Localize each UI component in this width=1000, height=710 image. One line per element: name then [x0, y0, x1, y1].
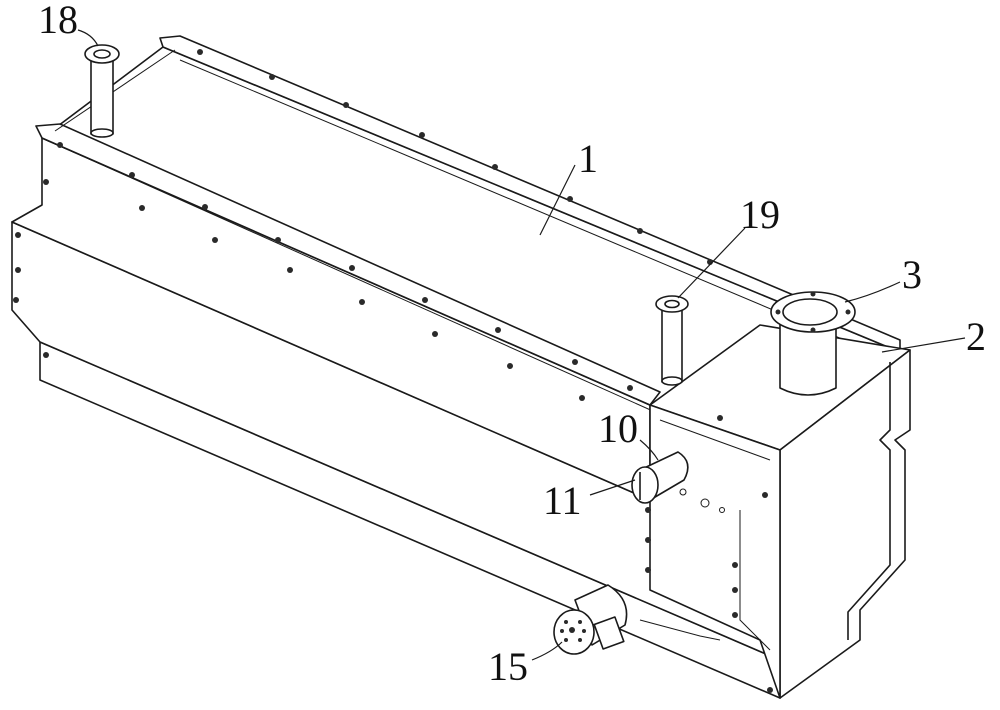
top-inner-edge	[179, 59, 881, 356]
callout-labels: 18 1 19 3 2 10 11 15	[38, 0, 986, 689]
outlet-3-bore	[782, 298, 838, 326]
rear-flange	[159, 35, 901, 353]
outlet-3	[770, 291, 856, 396]
motor-15-shaft-line	[639, 619, 721, 641]
callout-18: 18	[38, 0, 78, 42]
end-box-seam	[659, 419, 771, 461]
callout-3: 3	[902, 252, 922, 297]
inlet-10	[631, 451, 725, 513]
leader-11	[589, 479, 636, 496]
leader-3	[844, 281, 901, 303]
leader-2	[881, 337, 966, 353]
callout-10: 10	[598, 406, 638, 451]
front-flange	[35, 123, 661, 406]
leader-1	[539, 164, 576, 236]
front-inner-edge	[59, 145, 656, 413]
pipe-18-base	[90, 128, 114, 138]
callout-11: 11	[543, 478, 582, 523]
motor-15	[553, 584, 721, 655]
leader-18	[77, 29, 99, 47]
leader-10	[639, 439, 659, 461]
pipe-19	[655, 295, 689, 386]
port-hole-a	[679, 488, 687, 496]
callout-19: 19	[740, 192, 780, 237]
outlet-3-body	[779, 319, 837, 396]
leader-lines	[77, 29, 966, 661]
callout-15: 15	[488, 644, 528, 689]
main-housing	[11, 35, 901, 699]
pipe-18-body	[90, 59, 114, 135]
pipe-19-body	[661, 305, 683, 383]
pipe-18-bore	[93, 49, 111, 59]
end-box-inner-line	[739, 510, 771, 651]
motor-15-gearbox	[593, 616, 625, 650]
leader-19	[677, 227, 746, 299]
callout-2: 2	[966, 314, 986, 359]
end-box-step-line	[847, 362, 891, 640]
pipe-18	[84, 44, 120, 138]
callout-1: 1	[578, 136, 598, 181]
leader-15	[531, 641, 563, 661]
port-hole-c	[719, 507, 725, 513]
end-box-side	[779, 349, 911, 699]
pipe-19-bore	[664, 299, 680, 309]
pipe-19-base	[661, 376, 683, 386]
flange-edge-left	[54, 49, 176, 132]
inlet-10-mouth	[631, 466, 659, 504]
port-hole-b	[700, 498, 710, 508]
